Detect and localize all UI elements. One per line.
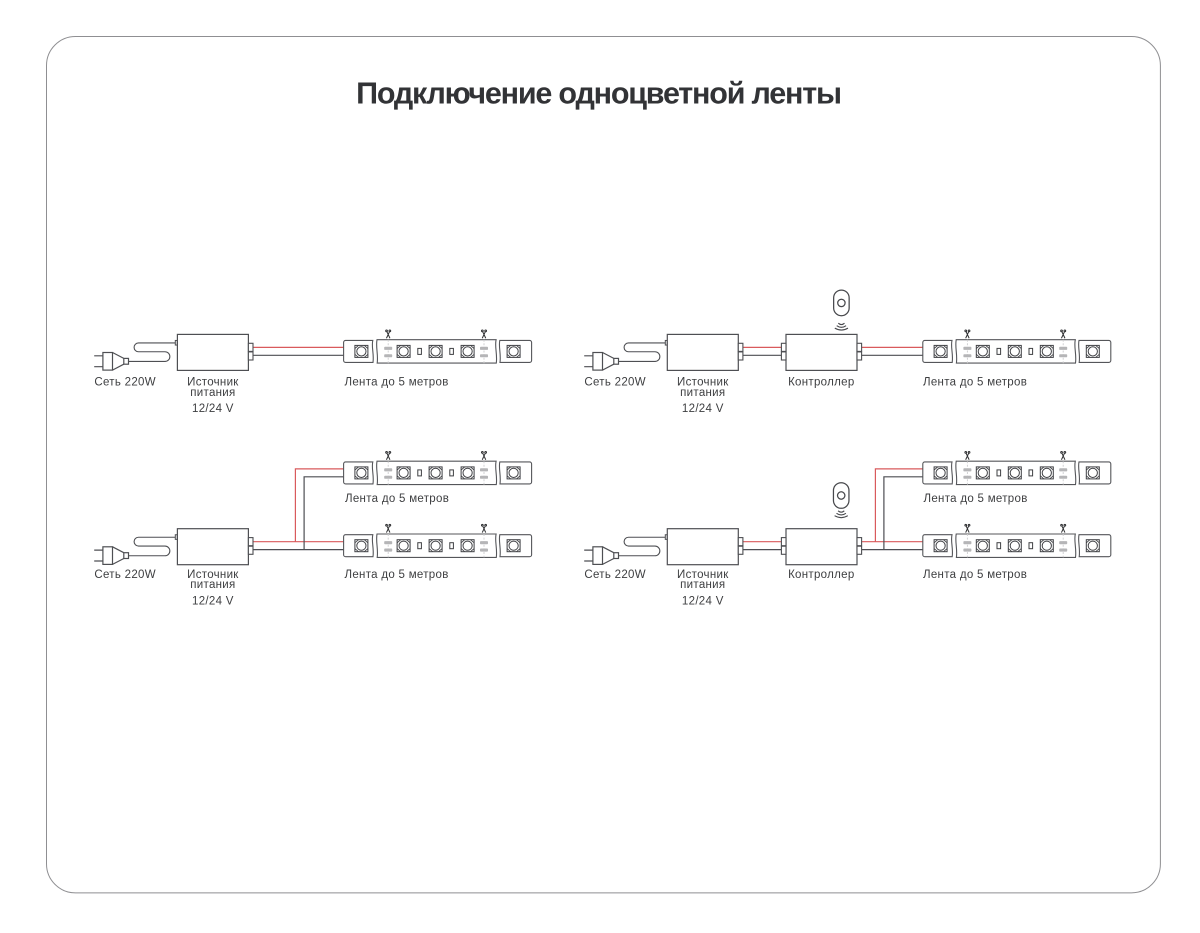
svg-text:Лента до 5 метров: Лента до 5 метров <box>345 569 449 581</box>
svg-text:Источник: Источник <box>677 569 729 581</box>
svg-text:12/24 V: 12/24 V <box>682 595 724 607</box>
svg-text:12/24 V: 12/24 V <box>192 403 234 415</box>
svg-text:Подключение одноцветной ленты: Подключение одноцветной ленты <box>356 77 841 111</box>
svg-text:питания: питания <box>680 387 725 399</box>
svg-text:Контроллер: Контроллер <box>788 569 854 581</box>
svg-text:12/24 V: 12/24 V <box>192 595 234 607</box>
svg-text:Источник: Источник <box>187 377 239 389</box>
svg-text:Сеть 220W: Сеть 220W <box>584 377 646 389</box>
svg-text:питания: питания <box>190 579 235 591</box>
svg-text:Источник: Источник <box>187 569 239 581</box>
svg-text:питания: питания <box>190 387 235 399</box>
svg-text:Сеть 220W: Сеть 220W <box>94 377 156 389</box>
svg-text:Источник: Источник <box>677 377 729 389</box>
svg-text:питания: питания <box>680 579 725 591</box>
svg-text:Лента до 5 метров: Лента до 5 метров <box>345 377 449 389</box>
svg-text:Сеть 220W: Сеть 220W <box>94 569 156 581</box>
svg-text:12/24 V: 12/24 V <box>682 403 724 415</box>
svg-text:Лента до 5 метров: Лента до 5 метров <box>923 569 1027 581</box>
svg-text:Контроллер: Контроллер <box>788 377 854 389</box>
svg-text:Лента до 5 метров: Лента до 5 метров <box>923 377 1027 389</box>
svg-text:Лента до 5 метров: Лента до 5 метров <box>924 493 1028 505</box>
svg-text:Сеть 220W: Сеть 220W <box>584 569 646 581</box>
svg-text:Лента до 5 метров: Лента до 5 метров <box>345 493 449 505</box>
